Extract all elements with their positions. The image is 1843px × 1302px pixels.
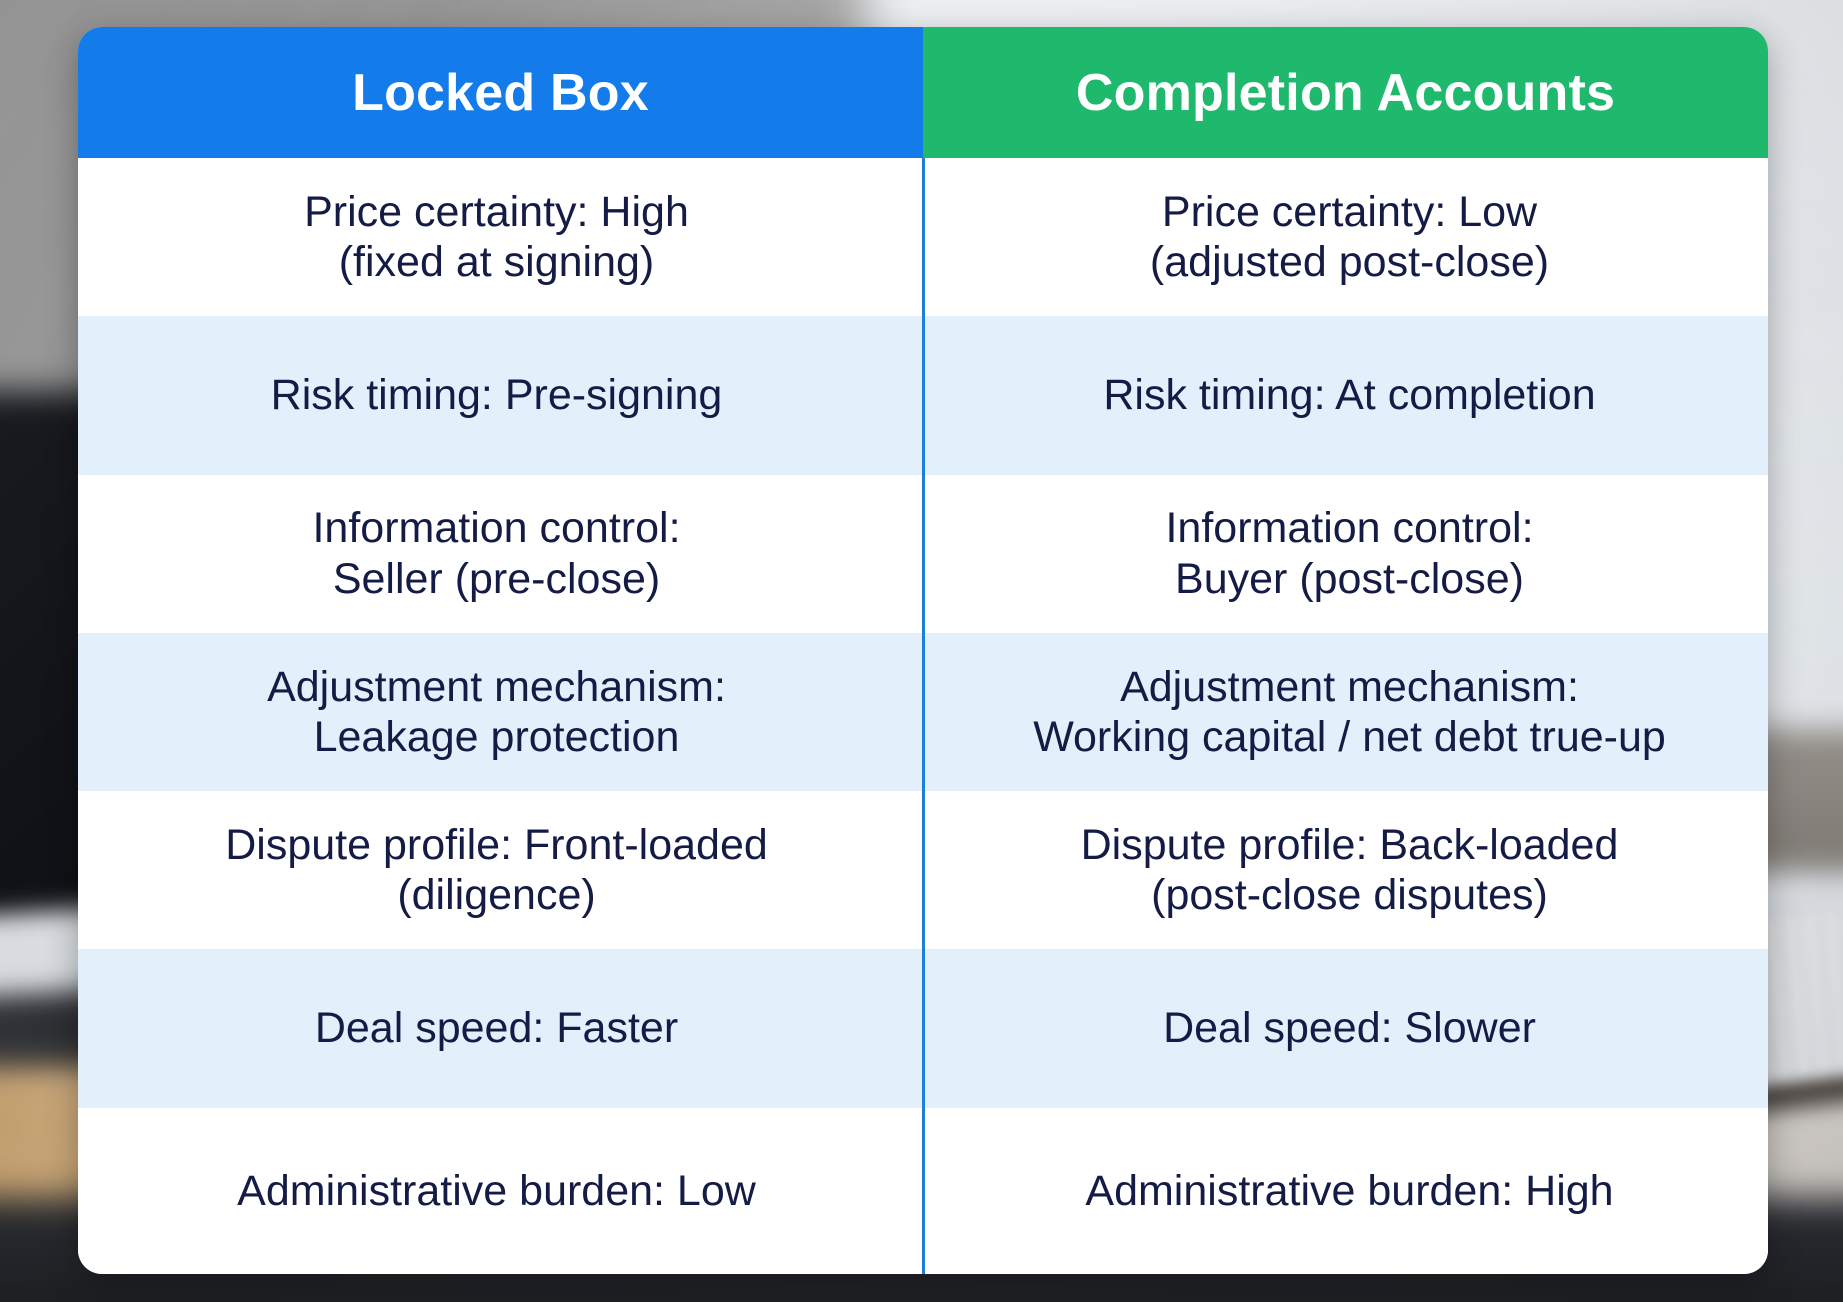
cell-completion-accounts-adjustment-mechanism: Adjustment mechanism: Working capital / … — [1033, 662, 1666, 762]
table-body: Price certainty: High (fixed at signing)… — [78, 158, 1768, 1274]
cell-locked-box-information-control: Information control: Seller (pre-close) — [312, 504, 681, 603]
cell-completion-accounts-risk-timing: Risk timing: At completion — [1103, 371, 1596, 420]
column-header-completion-accounts: Completion Accounts — [923, 27, 1768, 158]
column-divider — [921, 158, 925, 1274]
column-header-locked-box: Locked Box — [78, 27, 923, 158]
cell-completion-accounts-deal-speed: Deal speed: Slower — [1163, 1004, 1536, 1053]
cell-completion-accounts-dispute-profile: Dispute profile: Back-loaded (post-close… — [1080, 821, 1619, 920]
comparison-table-card: Locked Box Completion Accounts Price cer… — [78, 27, 1768, 1274]
cell-locked-box-deal-speed: Deal speed: Faster — [314, 1004, 679, 1053]
cell-completion-accounts-administrative-burden: Administrative burden: High — [1085, 1166, 1614, 1215]
table-header-row: Locked Box Completion Accounts — [78, 27, 1768, 158]
cell-locked-box-adjustment-mechanism: Adjustment mechanism: Leakage protection — [267, 662, 726, 762]
cell-completion-accounts-price-certainty: Price certainty: Low (adjusted post-clos… — [1149, 187, 1550, 287]
cell-locked-box-price-certainty: Price certainty: High (fixed at signing) — [304, 187, 689, 287]
cell-locked-box-dispute-profile: Dispute profile: Front-loaded (diligence… — [225, 821, 768, 920]
cell-locked-box-administrative-burden: Administrative burden: Low — [237, 1166, 756, 1215]
cell-completion-accounts-information-control: Information control: Buyer (post-close) — [1165, 504, 1534, 603]
cell-locked-box-risk-timing: Risk timing: Pre-signing — [270, 371, 723, 420]
